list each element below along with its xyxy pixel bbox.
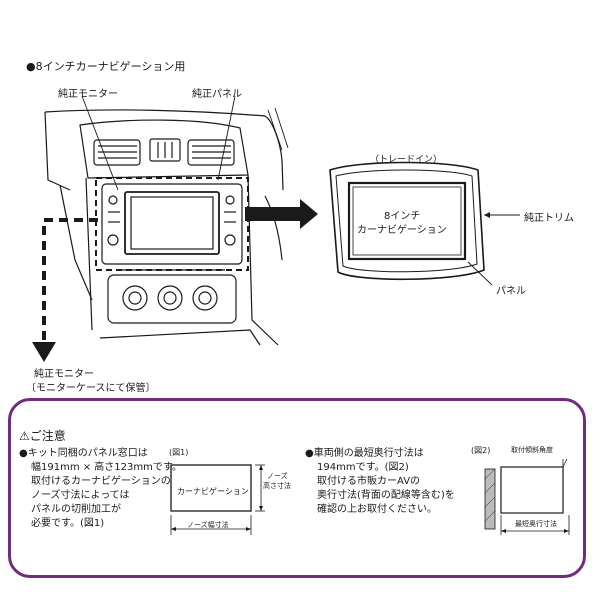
installation-diagram [32, 95, 520, 362]
leader-genuine-panel [217, 95, 236, 181]
label-genuine-monitor: 純正モニター [58, 89, 118, 100]
figure-1-drawing [170, 464, 265, 535]
monitor-dashed-outline [95, 177, 249, 271]
note-1-line-4: ノーズ寸法によっては [31, 490, 130, 501]
leader-genuine-monitor [81, 95, 119, 191]
caution-heading-text: ご注意 [29, 429, 66, 443]
note-2-line-4: 奥行寸法(背面の配線等含む)を [317, 490, 455, 501]
trade-in-panel [329, 161, 485, 281]
note-bullet-icon: ● [305, 448, 314, 459]
label-navi-name: カーナビゲーション [357, 225, 447, 236]
label-genuine-trim: 純正トリム [524, 213, 574, 224]
note-1: ●キット同梱のパネル窓口は 幅191mm × 高さ123mmです。 取付けるカー… [19, 447, 182, 531]
label-trade-in: （トレードイン） [370, 155, 443, 165]
warning-triangle-icon: ⚠ [19, 429, 30, 443]
figure-2-label: (図2) [471, 446, 491, 455]
page-title: ●8インチカーナビゲーション用 [26, 58, 185, 74]
label-monitor-storage: 〔モニターケースにて保管〕 [26, 383, 156, 394]
figure-1-height-label-1: ノーズ [267, 472, 288, 480]
removal-dashed-path [42, 218, 98, 345]
label-genuine-panel: 純正パネル [192, 89, 242, 100]
leader-panel [467, 261, 493, 286]
bullet-dot: ● [26, 60, 36, 73]
note-1-line-5: パネルの切削加工が [31, 504, 121, 515]
note-2-line-3: 取付ける市販カーAVの [317, 476, 421, 487]
figure-2-drawing [484, 458, 570, 535]
note-2-line-2: 194mmです。(図2) [317, 462, 409, 473]
note-2: ●車両側の最短奥行寸法は 194mmです。(図2) 取付ける市販カーAVの 奥行… [305, 447, 455, 517]
figure-1-label: (図1) [169, 448, 189, 457]
label-panel: パネル [496, 286, 526, 297]
note-bullet-icon: ● [19, 448, 28, 459]
title-text: 8インチカーナビゲーション用 [35, 60, 186, 73]
label-removed-monitor: 純正モニター [34, 369, 94, 380]
caution-heading: ⚠ご注意 [19, 427, 66, 444]
removal-arrow-head [32, 342, 56, 362]
figure-1-width-label: ノーズ幅寸法 [187, 521, 229, 529]
figure-2-angle-label: 取付傾斜角度 [511, 446, 553, 454]
caution-panel: ⚠ご注意 ●キット同梱のパネル窓口は 幅191mm × 高さ123mmです。 取… [8, 398, 586, 578]
label-navi-size: 8インチ [384, 211, 421, 222]
dashboard-drawing [44, 107, 289, 346]
install-arrow [245, 199, 318, 229]
note-2-line-5: 確認の上お取付ください。 [317, 504, 437, 515]
figure-1-height-label-2: 高さ寸法 [263, 482, 291, 490]
leader-trim-arrow [484, 212, 490, 218]
figure-1-box-text: カーナビゲーション [177, 487, 249, 496]
figure-2-depth-label: 最短奥行寸法 [515, 520, 557, 528]
note-1-line-2: 幅191mm × 高さ123mmです。 [31, 462, 182, 473]
note-1-line-3: 取付けるカーナビゲーションの [31, 476, 171, 487]
note-1-line-6: 必要です。(図1) [31, 518, 105, 529]
note-2-line-1: 車両側の最短奥行寸法は [313, 448, 424, 459]
note-1-line-1: キット同梱のパネル窓口は [27, 448, 148, 459]
